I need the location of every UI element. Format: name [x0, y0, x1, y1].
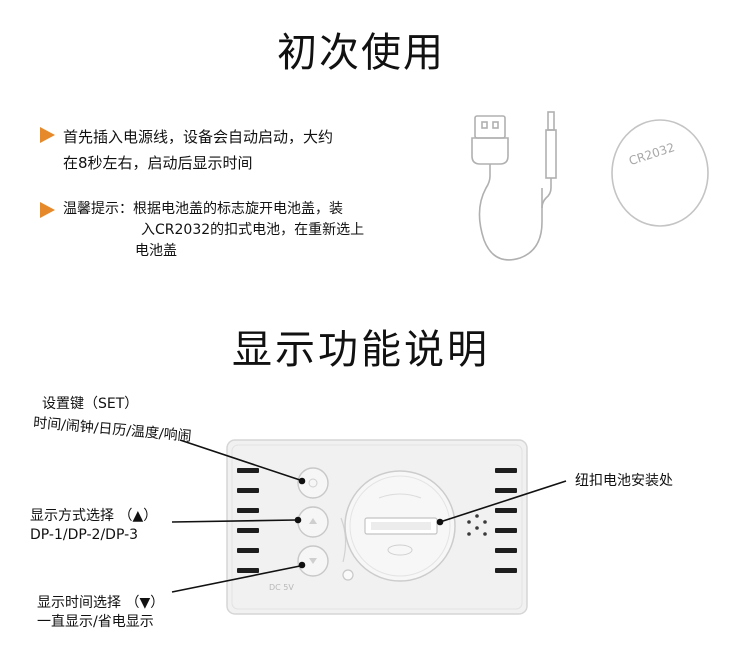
- section2-title: 显示功能说明: [232, 327, 490, 373]
- step1-line1: 首先插入电源线，设备会自动启动，大约: [63, 128, 334, 146]
- coin-battery-illustration: CR2032: [611, 119, 709, 227]
- section1-title: 初次使用: [277, 30, 445, 76]
- left-vent-slots: [237, 468, 259, 573]
- set-key-label: 设置键（SET） 时间/闹钟/日历/温度/响闹: [33, 395, 193, 445]
- display-mode-label: 显示方式选择 （▲） DP-1/DP-2/DP-3: [30, 507, 157, 545]
- usb-cable-illustration: [471, 111, 557, 261]
- set-button[interactable]: [297, 467, 329, 499]
- display-mode-line2: DP-1/DP-2/DP-3: [30, 527, 139, 543]
- display-time-line1: 显示时间选择 （▼）: [37, 595, 165, 611]
- battery-location-label: 纽扣电池安装处: [575, 473, 673, 489]
- down-button[interactable]: [297, 545, 329, 577]
- tip-line3: 电池盖: [135, 243, 177, 259]
- step1-line2: 在8秒左右，启动后显示时间: [63, 154, 253, 172]
- tip-line1: 温馨提示：根据电池盖的标志旋开电池盖，装: [63, 201, 343, 217]
- display-mode-line1: 显示方式选择 （▲）: [30, 508, 158, 524]
- tip-line2: 入CR2032的扣式电池，在重新选上: [141, 222, 365, 238]
- orange-triangle-icon: [40, 127, 55, 143]
- right-vent-slots: [495, 468, 517, 573]
- orange-triangle-icon: [40, 202, 55, 218]
- display-time-line2: 一直显示/省电显示: [37, 614, 154, 630]
- speaker-holes: [467, 514, 487, 536]
- device-marking: DC 5V: [269, 583, 294, 592]
- up-button[interactable]: [297, 506, 329, 538]
- step1-note: 首先插入电源线，设备会自动启动，大约 在8秒左右，启动后显示时间: [40, 124, 333, 176]
- battery-cover[interactable]: [344, 470, 456, 582]
- display-time-label: 显示时间选择 （▼） 一直显示/省电显示: [37, 594, 164, 632]
- set-key-line1: 设置键（SET）: [42, 396, 139, 412]
- tip-text: 温馨提示：根据电池盖的标志旋开电池盖，装 入CR2032的扣式电池，在重新选上 …: [63, 199, 364, 262]
- tip-note: 温馨提示：根据电池盖的标志旋开电池盖，装 入CR2032的扣式电池，在重新选上 …: [40, 199, 364, 262]
- dc-port: [342, 569, 354, 581]
- step1-text: 首先插入电源线，设备会自动启动，大约 在8秒左右，启动后显示时间: [63, 124, 333, 176]
